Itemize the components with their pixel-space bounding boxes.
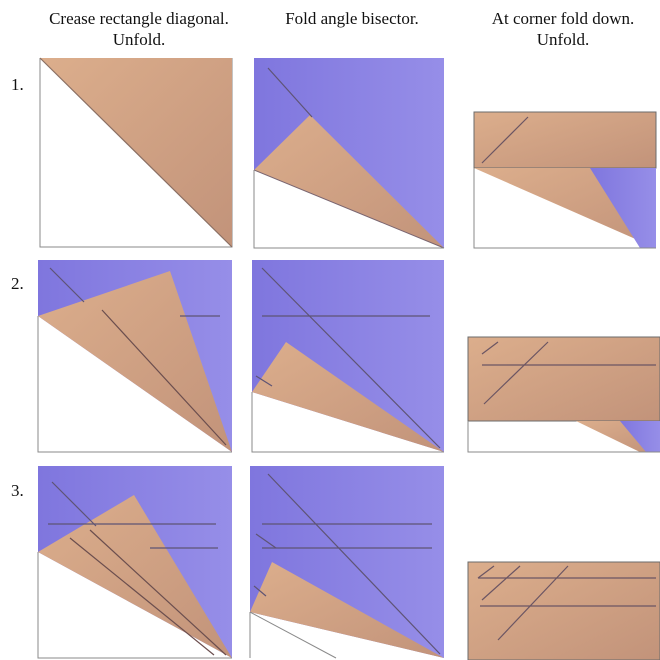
crease-line <box>481 116 529 164</box>
panel-2-1 <box>37 260 232 453</box>
column-header-fold-bisector: Fold angle bisector. <box>262 8 442 29</box>
crease-line <box>483 341 549 405</box>
crease-line <box>255 375 273 387</box>
paper-edge <box>249 611 337 659</box>
crease-line <box>497 565 569 641</box>
crease-line <box>89 529 227 656</box>
crease-line <box>51 481 97 527</box>
column-header-crease-line1: Crease rectangle diagonal. <box>49 9 229 28</box>
paper-edge <box>253 170 444 249</box>
panel-1-1 <box>39 57 233 248</box>
column-header-crease: Crease rectangle diagonal. Unfold. <box>30 8 248 50</box>
column-header-corner-fold-line2: Unfold. <box>536 30 590 49</box>
panel-2-3 <box>467 336 660 453</box>
panel-3-3 <box>467 561 660 660</box>
paper-edge <box>37 552 232 659</box>
crease-line <box>39 57 233 248</box>
crease-line <box>481 565 521 601</box>
crease-line <box>261 267 441 449</box>
fold-edge <box>253 169 445 249</box>
row-number-2: 2. <box>11 274 24 293</box>
paper-tan-strip <box>473 111 657 169</box>
column-header-crease-line2: Unfold. <box>112 30 166 49</box>
paper-blue <box>620 421 660 452</box>
crease-line <box>481 341 499 355</box>
column-header-corner-fold-line1: At corner fold down. <box>491 9 635 28</box>
crease-line <box>267 473 441 655</box>
column-header-fold-bisector-line1: Fold angle bisector. <box>285 9 419 28</box>
panel-1-3 <box>473 111 657 249</box>
crease-line <box>101 309 227 446</box>
paper-tan <box>252 342 444 452</box>
crease-line <box>267 67 313 118</box>
panel-3-1 <box>37 466 232 659</box>
paper-edge <box>251 392 444 453</box>
paper-tan-strip <box>467 561 660 660</box>
row-number-1: 1. <box>11 75 24 94</box>
paper-tan-strip <box>467 336 660 422</box>
paper-tan <box>38 495 232 658</box>
row-number-3: 3. <box>11 481 24 500</box>
column-header-corner-fold: At corner fold down. Unfold. <box>470 8 656 50</box>
paper-blue <box>590 168 656 248</box>
crease-line <box>69 537 215 656</box>
panel-1-2 <box>253 58 445 249</box>
crease-line <box>255 533 277 549</box>
paper-edge <box>37 316 232 453</box>
panel-2-2 <box>251 260 444 453</box>
crease-line <box>477 565 495 579</box>
paper-tan <box>250 562 444 658</box>
panel-3-2 <box>249 466 444 659</box>
paper-edge <box>467 421 660 453</box>
paper-edge <box>473 168 656 249</box>
crease-line <box>49 267 85 303</box>
crease-line <box>253 585 267 597</box>
